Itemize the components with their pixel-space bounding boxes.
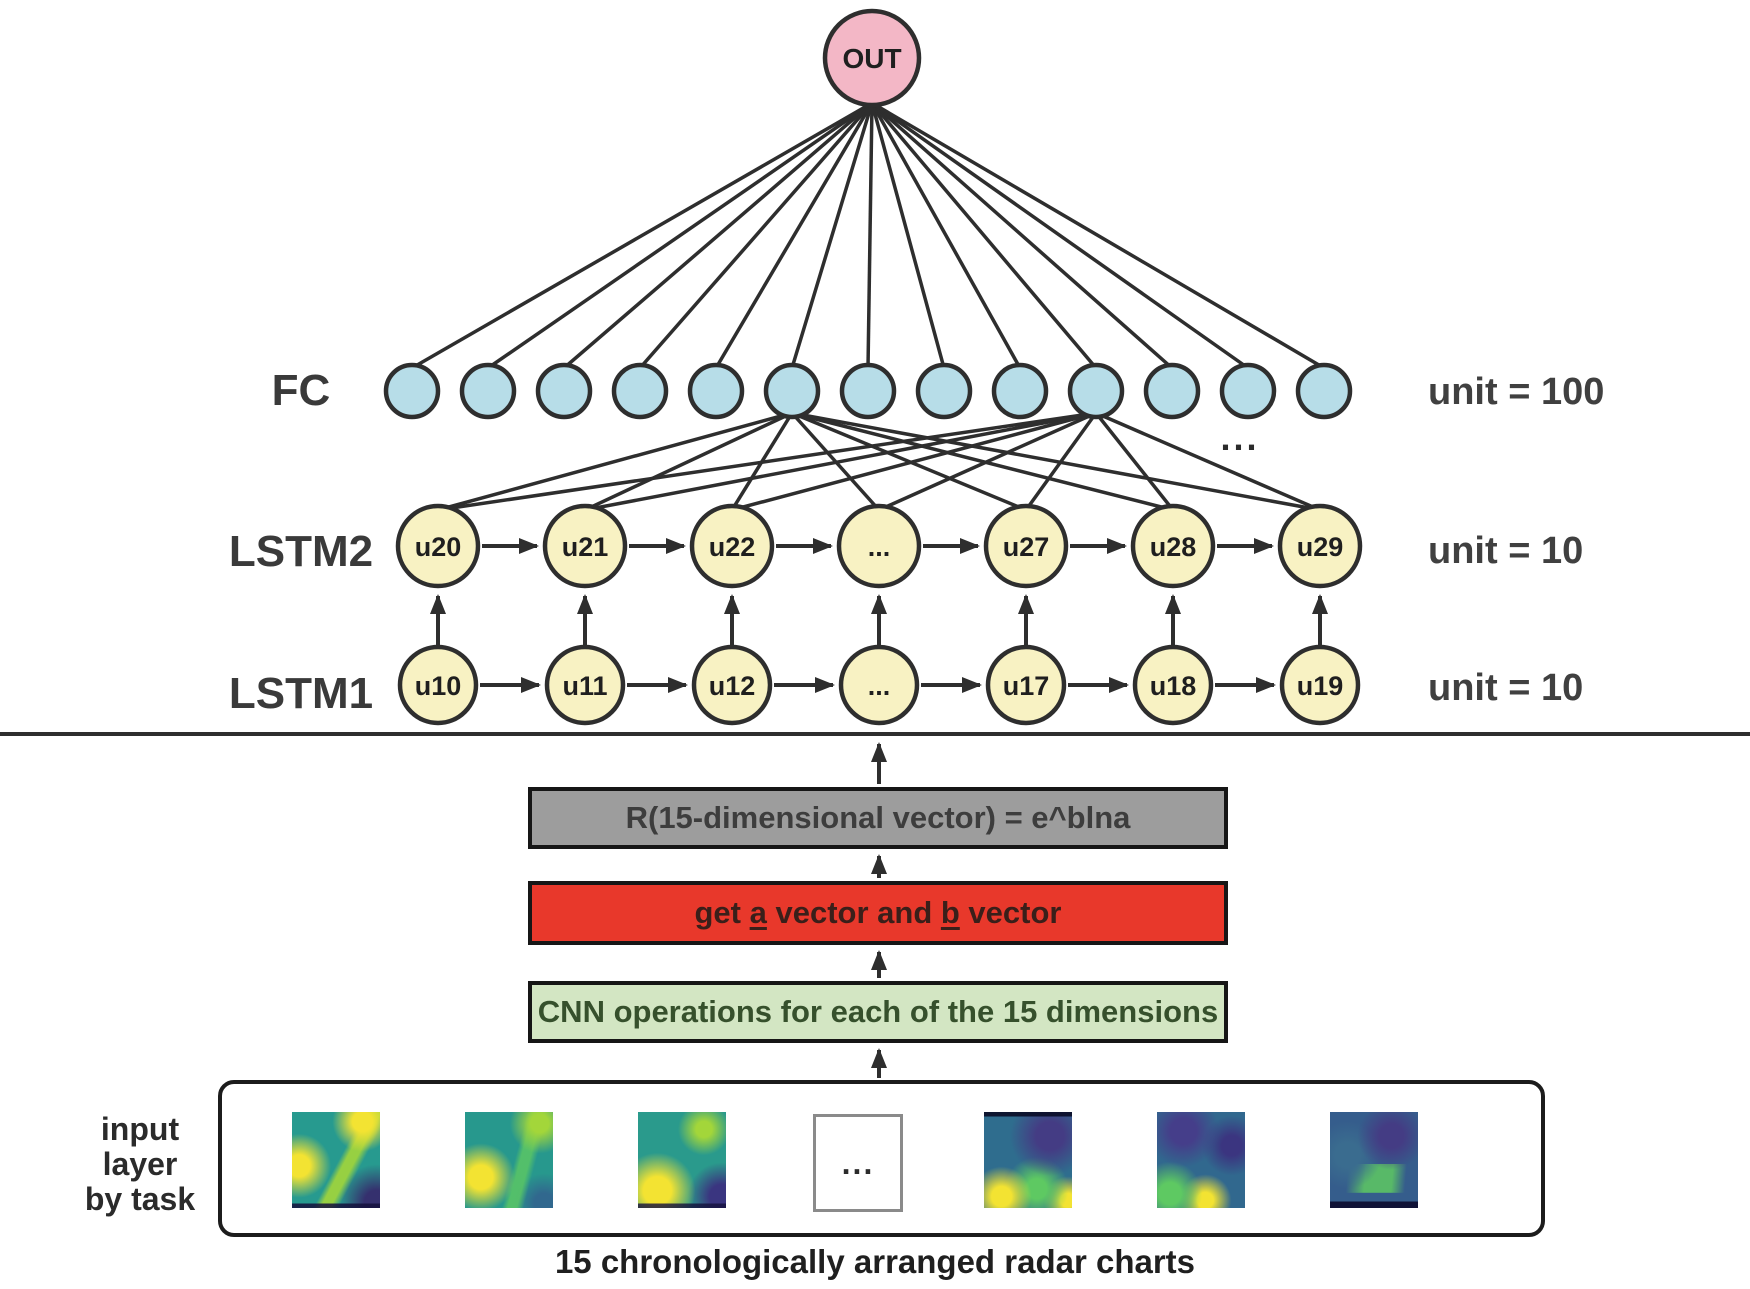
- connection-line: [866, 102, 874, 369]
- connection-line: [878, 411, 1097, 512]
- input-caption: 15 chronologically arranged radar charts: [554, 1243, 1196, 1280]
- connection-line: [790, 102, 874, 369]
- connection-line: [714, 102, 874, 369]
- out-node: [822, 8, 922, 108]
- fc-node: [839, 362, 897, 420]
- lstm2-node: [542, 503, 628, 589]
- fc-unit-label: unit = 100: [1428, 370, 1605, 413]
- cnn-operations-box: CNN operations for each of the 15 dimens…: [528, 981, 1228, 1043]
- input-layer-side-label-line1: input: [100, 1111, 180, 1147]
- lstm1-node: [985, 644, 1067, 726]
- connection-line: [411, 101, 873, 370]
- lstm2-node: [836, 503, 922, 589]
- fc-node: [383, 362, 441, 420]
- connection-line: [870, 102, 946, 369]
- lstm1-node: [1279, 644, 1361, 726]
- get-vectors-box: get a vector and b vector: [528, 881, 1228, 945]
- lstm1-unit-label: unit = 10: [1428, 666, 1584, 709]
- lstm2-node: [983, 503, 1069, 589]
- lstm2-node-label: u29: [1297, 532, 1344, 562]
- fc-node: [1067, 362, 1125, 420]
- connection-line: [870, 102, 1022, 369]
- get-vectors-text-suffix: vector: [959, 895, 1062, 930]
- connection-line: [437, 411, 793, 512]
- lstm1-node-label: u10: [415, 671, 462, 701]
- lstm2-node: [689, 503, 775, 589]
- connection-line: [1024, 411, 1098, 512]
- normalization-box-text: R(15-dimensional vector) = e^blna: [625, 800, 1131, 835]
- fc-lstm2-ellipsis: ...: [1220, 417, 1260, 458]
- radar-ellipsis-text: ...: [841, 1144, 875, 1181]
- radar-ellipsis-placeholder-box: ...: [813, 1114, 903, 1212]
- connection-line: [638, 101, 874, 370]
- connection-line: [1095, 411, 1321, 512]
- lstm1-node-label: u12: [709, 671, 756, 701]
- vector-b-label: b: [940, 895, 960, 930]
- connection-line: [870, 101, 1250, 370]
- connection-line: [562, 101, 874, 370]
- out-node-label: OUT: [842, 43, 901, 74]
- lstm2-unit-label: unit = 10: [1428, 529, 1584, 572]
- input-layer-side-label-line2: layer: [102, 1146, 178, 1182]
- lstm2-node: [1277, 503, 1363, 589]
- lstm1-node: [838, 644, 920, 726]
- lstm1-node-label: u19: [1297, 671, 1344, 701]
- lstm1-node-label: u11: [562, 671, 607, 701]
- lstm1-layer-label: LSTM1: [228, 669, 374, 718]
- get-vectors-text-mid: vector and: [766, 895, 941, 930]
- fc-node: [611, 362, 669, 420]
- radar-chart-image-6: [1330, 1112, 1418, 1208]
- connection-line: [731, 411, 1097, 512]
- lstm2-node-label: u20: [415, 532, 462, 562]
- lstm2-node: [395, 503, 481, 589]
- radar-chart-image-3: [638, 1112, 726, 1208]
- connection-line: [487, 101, 873, 370]
- lstm1-node: [544, 644, 626, 726]
- lstm2-node-label: u21: [562, 532, 609, 562]
- connection-line: [437, 411, 1097, 512]
- lstm2-node: [1130, 503, 1216, 589]
- lstm2-layer-label: LSTM2: [228, 527, 374, 576]
- lstm2-node-label: u22: [709, 532, 756, 562]
- connection-line: [584, 411, 1097, 512]
- input-layer-side-label: input layer by task: [70, 1112, 210, 1217]
- radar-chart-image-2: [465, 1112, 553, 1208]
- vector-a-label: a: [749, 895, 767, 930]
- connection-line: [584, 411, 793, 512]
- fc-node: [1219, 362, 1277, 420]
- connection-line: [791, 411, 1174, 512]
- fc-node: [1295, 362, 1353, 420]
- fc-node: [459, 362, 517, 420]
- fc-node: [915, 362, 973, 420]
- fc-node: [535, 362, 593, 420]
- fc-node: [991, 362, 1049, 420]
- normalization-box: R(15-dimensional vector) = e^blna: [528, 787, 1228, 849]
- cnn-operations-text: CNN operations for each of the 15 dimens…: [537, 994, 1219, 1029]
- lstm2-node-label: u28: [1150, 532, 1197, 562]
- lstm1-node: [1132, 644, 1214, 726]
- lstm1-node: [691, 644, 773, 726]
- fc-node: [687, 362, 745, 420]
- connection-line: [791, 411, 1321, 512]
- lstm1-node-label: u18: [1150, 671, 1197, 701]
- input-layer-side-label-line3: by task: [84, 1181, 196, 1217]
- radar-chart-image-1: [292, 1112, 380, 1208]
- radar-chart-image-5: [1157, 1112, 1245, 1208]
- connection-line: [870, 101, 1174, 370]
- lstm1-node: [397, 644, 479, 726]
- lstm1-node-label: u17: [1003, 671, 1050, 701]
- lstm2-node-label: u27: [1003, 532, 1050, 562]
- radar-chart-image-4: [984, 1112, 1072, 1208]
- connection-line: [1094, 411, 1175, 512]
- fc-node: [763, 362, 821, 420]
- lstm1-node-label: ...: [868, 671, 891, 701]
- fc-layer-label: FC: [271, 366, 331, 415]
- fc-node: [1143, 362, 1201, 420]
- connection-line: [871, 101, 1325, 370]
- get-vectors-text-prefix: get: [694, 895, 750, 930]
- connection-line: [870, 101, 1098, 370]
- lstm2-node-label: ...: [868, 532, 891, 562]
